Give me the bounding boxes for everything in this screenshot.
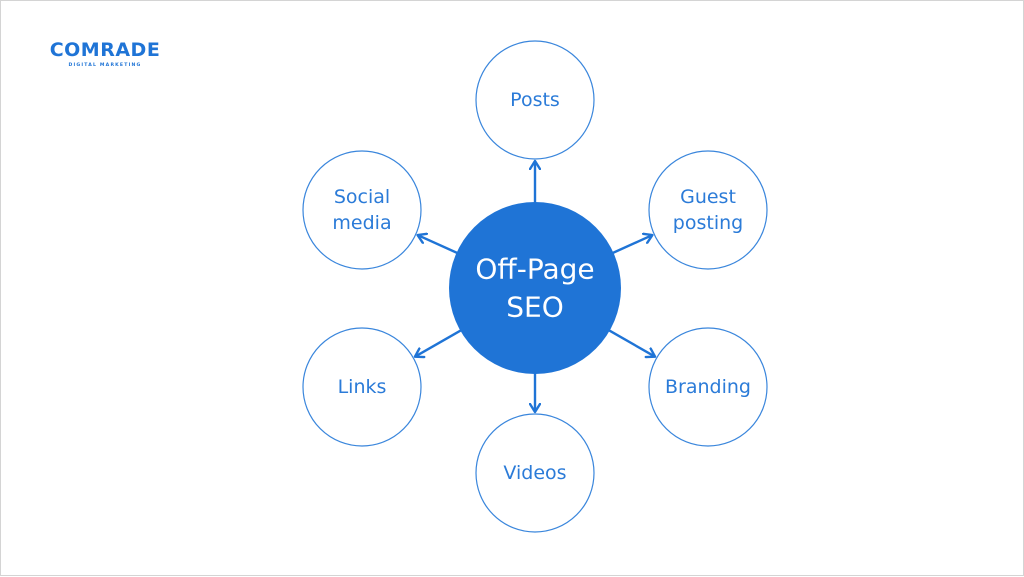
node-label-videos-line-1: Videos — [503, 462, 566, 484]
center-label-line-2: SEO — [506, 291, 564, 324]
node-links: Links — [302, 327, 422, 447]
arrow-to-guest-posting — [611, 235, 653, 255]
node-label-social-media-line-1: Social — [334, 186, 390, 208]
arrow-to-links — [415, 328, 463, 357]
node-circle-guest-posting — [648, 150, 768, 270]
node-circle-videos — [475, 413, 595, 533]
node-videos: Videos — [475, 413, 595, 533]
node-circle-social-media — [302, 150, 422, 270]
comrade-logo: COMRADE DIGITAL MARKETING — [45, 40, 165, 68]
node-branding: Branding — [648, 327, 768, 447]
node-label-links-line-1: Links — [338, 376, 387, 398]
node-circle-branding — [648, 327, 768, 447]
center-circle — [449, 202, 621, 374]
logo-wordmark: COMRADE — [49, 39, 161, 61]
logo-tagline: DIGITAL MARKETING — [68, 63, 142, 68]
node-social-media: Social media — [302, 150, 422, 270]
node-posts: Posts — [475, 40, 595, 160]
arrow-to-social-media — [418, 235, 459, 255]
node-label-branding-line-1: Branding — [665, 376, 751, 398]
connector-arrows — [415, 161, 655, 412]
node-label-guest-posting-line-2: posting — [673, 212, 743, 234]
center-label-line-1: Off-Page — [475, 253, 594, 286]
node-label-guest-posting-line-1: Guest — [680, 186, 736, 208]
node-guest-posting: Guest posting — [648, 150, 768, 270]
node-circle-links — [302, 327, 422, 447]
node-label-posts-line-1: Posts — [510, 89, 560, 111]
node-circle-posts — [475, 40, 595, 160]
node-label-social-media-line-2: media — [332, 212, 391, 234]
arrow-to-branding — [607, 328, 655, 357]
